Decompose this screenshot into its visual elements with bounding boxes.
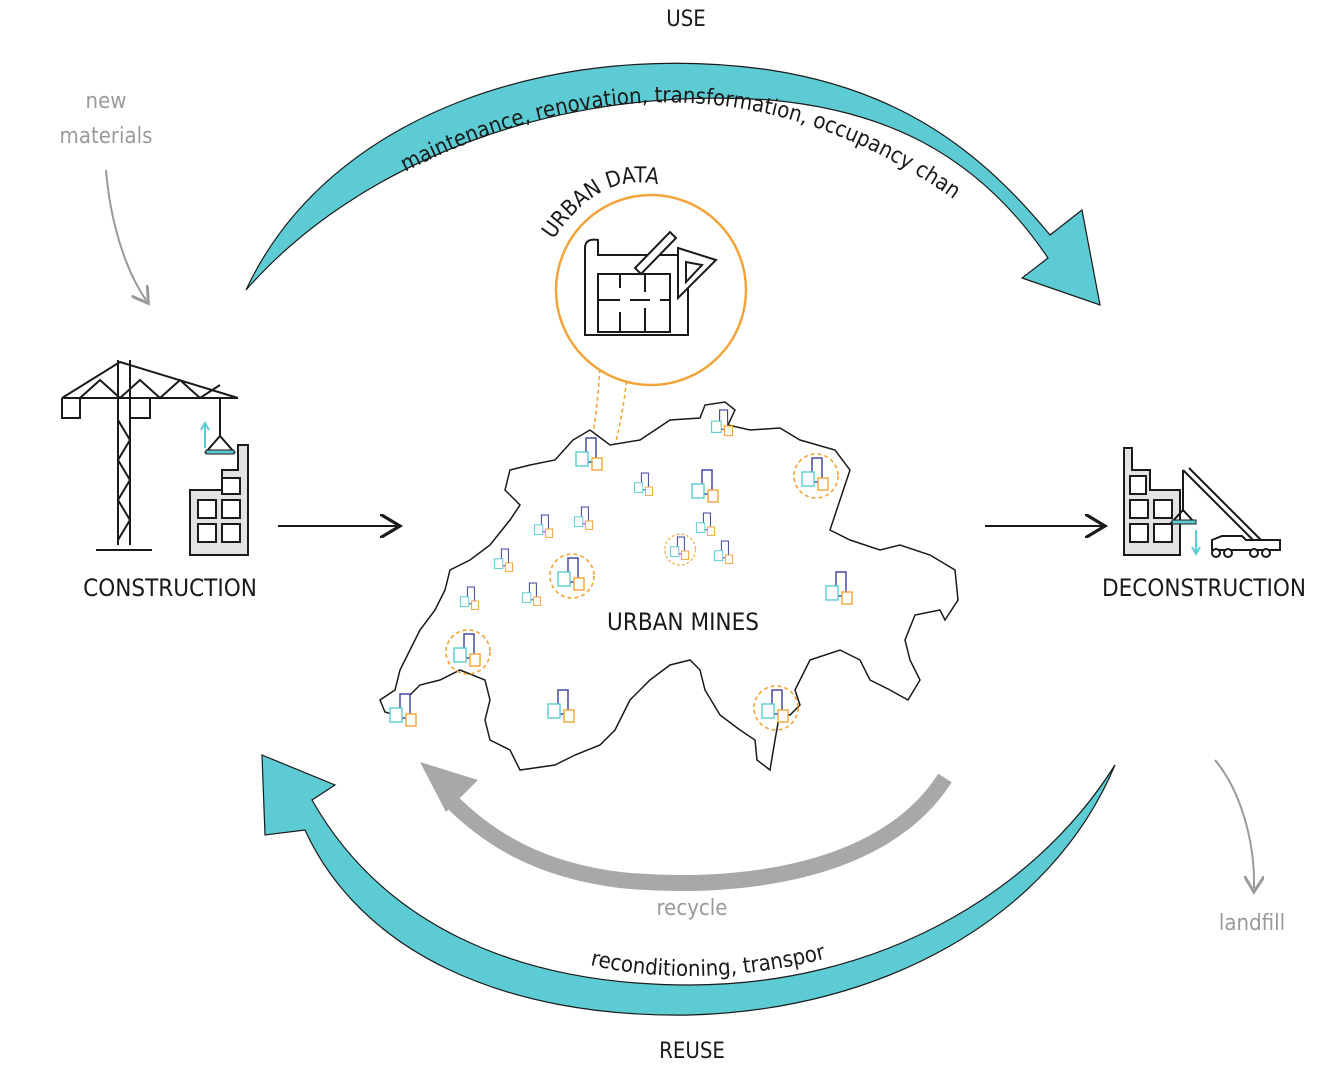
building-cluster-icon — [549, 553, 595, 599]
blueprint-icon — [584, 230, 718, 336]
switzerland-map — [379, 401, 959, 772]
building-cluster-icon — [695, 512, 716, 536]
recycle-arrow — [420, 762, 952, 892]
deconstruction-building-icon — [1123, 447, 1181, 556]
new-materials-arrow — [105, 169, 146, 300]
landfill-arrow — [1214, 759, 1254, 888]
use-title: USE — [666, 7, 706, 32]
building-cluster-icon — [711, 409, 733, 437]
building-cluster-icon — [521, 582, 542, 606]
reuse-title: REUSE — [659, 1039, 725, 1064]
new-materials-label-line1: new — [86, 89, 127, 114]
building-cluster-icon — [713, 540, 734, 564]
use-arrow — [245, 62, 1101, 306]
building-cluster-icon — [575, 437, 603, 471]
building-cluster-icon — [633, 472, 654, 496]
building-cluster-icon — [389, 693, 417, 727]
building-cluster-icon — [793, 453, 839, 499]
reuse-arrow — [261, 754, 1116, 1016]
building-cluster-icon — [533, 514, 554, 538]
building-cluster-icon — [493, 548, 514, 572]
new-materials-label-line2: materials — [60, 124, 153, 149]
landfill-label: landfill — [1219, 911, 1285, 936]
building-cluster-icon — [445, 629, 491, 675]
construction-label: CONSTRUCTION — [83, 574, 257, 602]
building-cluster-icon — [573, 506, 594, 530]
building-cluster-icon — [459, 586, 480, 610]
building-icon — [189, 444, 249, 556]
building-cluster-icon — [825, 571, 853, 605]
mobile-crane-icon — [1169, 467, 1281, 558]
building-cluster-icon — [547, 689, 575, 723]
urban-mines-label: URBAN MINES — [607, 608, 759, 636]
recycle-label: recycle — [657, 896, 728, 921]
tower-crane-icon — [61, 360, 239, 551]
deconstruction-label: DECONSTRUCTION — [1102, 574, 1306, 602]
building-cluster-icon — [691, 469, 719, 503]
building-cluster-icon — [753, 685, 799, 731]
